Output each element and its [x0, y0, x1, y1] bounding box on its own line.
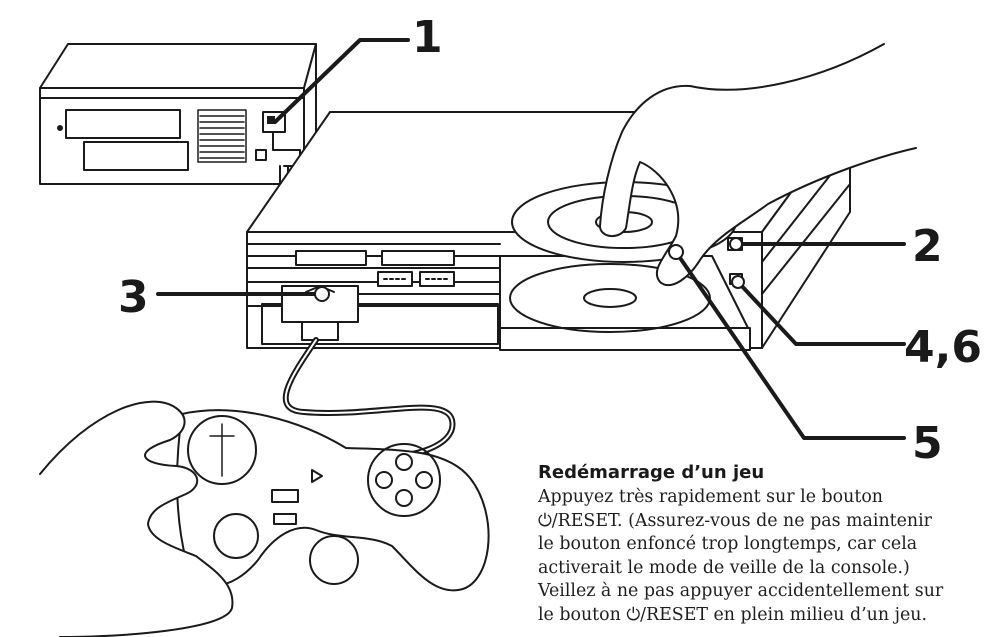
callout-4-6: 4,6: [904, 322, 982, 373]
restart-game-caption: Redémarrage d’un jeu Appuyez très rapide…: [538, 462, 995, 628]
callout-3: 3: [118, 272, 149, 323]
marker-dot-3: [315, 287, 329, 301]
caption-heading: Redémarrage d’un jeu: [538, 462, 995, 484]
marker-dot-5: [669, 245, 683, 259]
controller: [177, 410, 489, 590]
marker-dot-2: [730, 238, 742, 250]
caption-body: Appuyez très rapidement sur le bouton ⏻/…: [538, 486, 995, 628]
console-rear-view: [40, 44, 316, 185]
callout-2: 2: [912, 221, 943, 272]
callout-1: 1: [412, 12, 443, 63]
marker-dot-4-6: [732, 276, 744, 288]
